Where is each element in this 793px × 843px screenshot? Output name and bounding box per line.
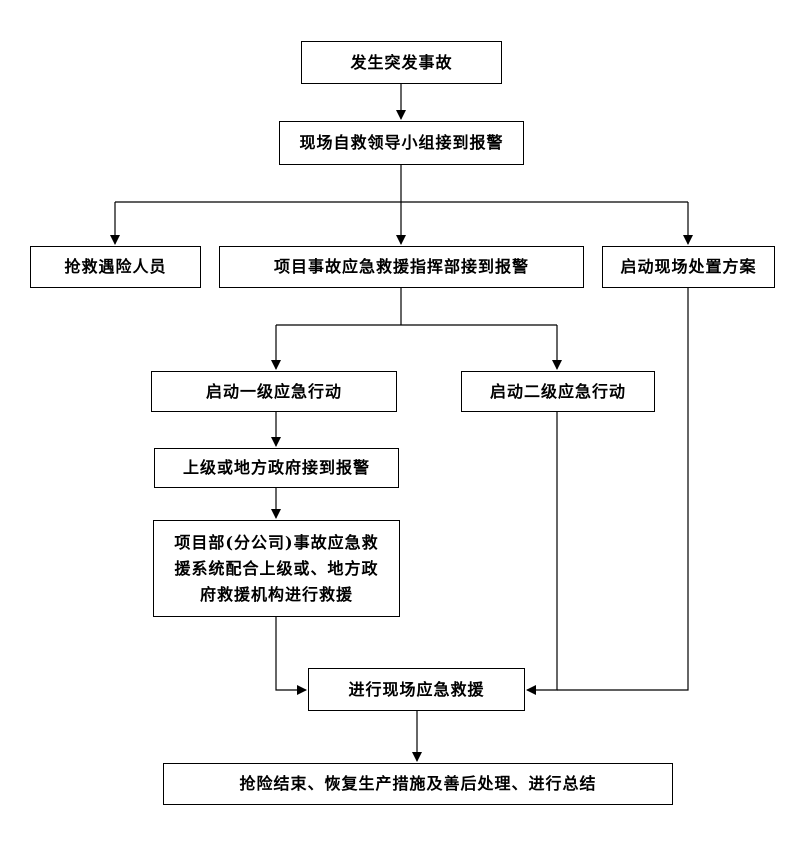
node-onsite-rescue-label: 进行现场应急救援 (348, 679, 485, 699)
node-cooperate-line2: 援系统配合上级或、地方政 (174, 558, 379, 578)
node-cooperate-line3: 府救援机构进行救援 (199, 584, 353, 604)
node-gov-alert: 上级或地方政府接到报警 (154, 448, 399, 488)
arrow-cooperate-to-rescue (275, 617, 307, 695)
node-finish-label: 抢险结束、恢复生产措施及善后处理、进行总结 (239, 774, 597, 793)
node-gov-alert-label: 上级或地方政府接到报警 (182, 458, 370, 477)
node-cooperate: 项目部(分公司)事故应急救 援系统配合上级或、地方政 府救援机构进行救援 (153, 520, 400, 617)
node-level1-label: 启动一级应急行动 (205, 381, 342, 401)
arrow-level2-to-rescue (526, 412, 558, 695)
node-level2: 启动二级应急行动 (461, 371, 655, 412)
node-cooperate-line1: 项目部(分公司)事故应急救 (174, 532, 379, 552)
node-level2-label: 启动二级应急行动 (489, 381, 626, 401)
node-onsite-leader-label: 现场自救领导小组接到报警 (299, 133, 504, 152)
node-onsite-plan: 启动现场处置方案 (602, 246, 775, 288)
arrow-plan-to-rescue (557, 288, 689, 691)
node-incident: 发生突发事故 (301, 41, 502, 84)
node-level1: 启动一级应急行动 (151, 371, 397, 412)
node-rescue-people-label: 抢救遇险人员 (64, 257, 167, 276)
node-project-command: 项目事故应急救援指挥部接到报警 (219, 246, 584, 288)
node-project-command-label: 项目事故应急救援指挥部接到报警 (273, 257, 529, 276)
node-onsite-rescue: 进行现场应急救援 (308, 668, 525, 711)
node-onsite-leader: 现场自救领导小组接到报警 (279, 121, 524, 165)
node-rescue-people: 抢救遇险人员 (30, 246, 201, 288)
node-incident-label: 发生突发事故 (350, 52, 453, 72)
node-onsite-plan-label: 启动现场处置方案 (620, 257, 757, 276)
node-finish: 抢险结束、恢复生产措施及善后处理、进行总结 (163, 763, 673, 805)
